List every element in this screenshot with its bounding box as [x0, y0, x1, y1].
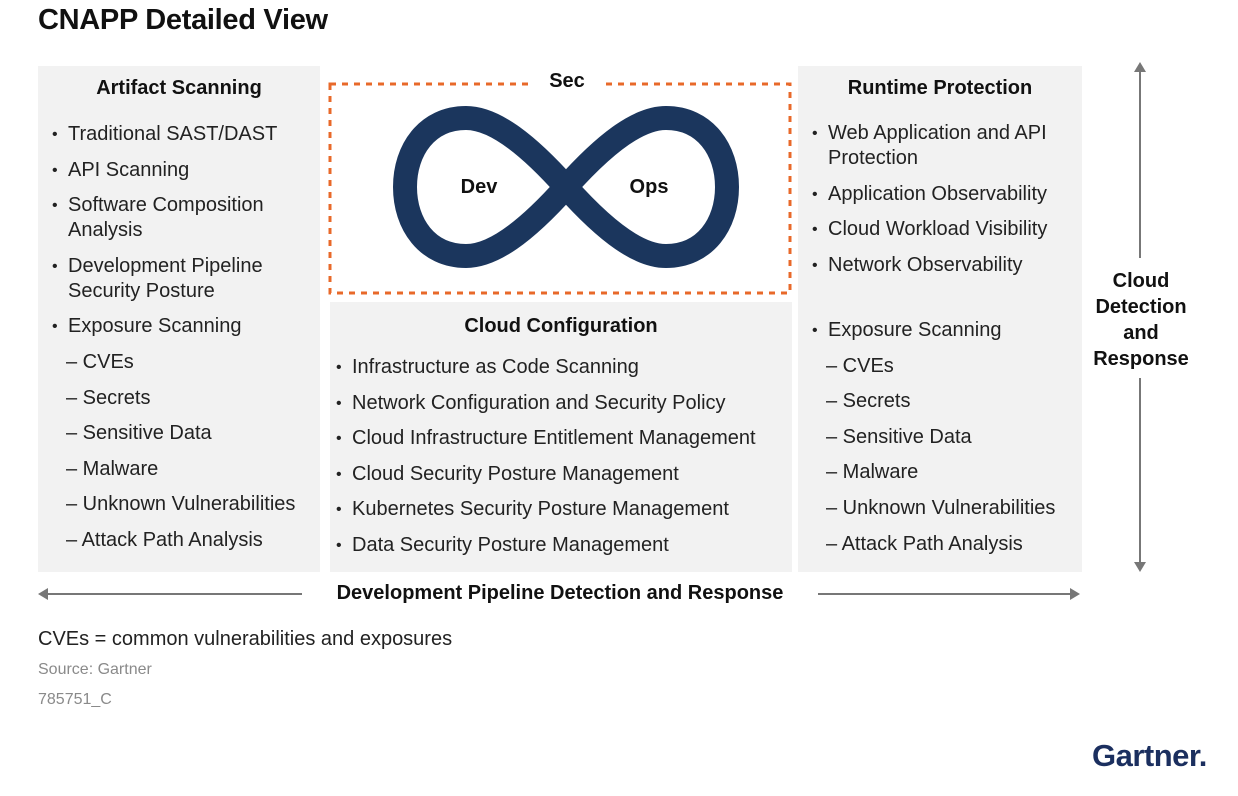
cloud-configuration-title: Cloud Configuration: [464, 315, 658, 337]
runtime-protection-title: Runtime Protection: [847, 77, 1033, 99]
sub-item: – Attack Path Analysis: [826, 532, 1023, 555]
gartner-logo: Gartner.: [1092, 738, 1207, 773]
bullet-item: Exposure Scanning: [52, 314, 320, 339]
bullet-item: Kubernetes Security Posture Management: [336, 497, 792, 522]
bullet-item: Cloud Infrastructure Entitlement Managem…: [336, 426, 792, 451]
sub-item: – Secrets: [66, 386, 151, 409]
bullet-item: Web Application and API Protection: [812, 121, 1078, 171]
cloud-configuration-list: Infrastructure as Code ScanningNetwork C…: [336, 355, 792, 569]
sub-item: – Malware: [826, 461, 919, 484]
sec-label: Sec: [528, 70, 606, 93]
footnote: CVEs = common vulnerabilities and exposu…: [38, 628, 453, 650]
sub-item: – Malware: [66, 457, 159, 480]
page-title: CNAPP Detailed View: [38, 4, 328, 36]
artifact-scanning-title: Artifact Scanning: [96, 77, 262, 99]
sub-item: – Attack Path Analysis: [66, 528, 263, 551]
source-note: Source: Gartner: [38, 661, 152, 678]
ops-label: Ops: [629, 176, 669, 198]
sub-item: – Sensitive Data: [66, 422, 212, 445]
sub-item: – Sensitive Data: [826, 425, 972, 448]
infinity-loop: [393, 106, 739, 268]
runtime-protection-list: Web Application and API ProtectionApplic…: [812, 121, 1078, 288]
sub-item: – CVEs: [66, 350, 134, 373]
artifact-scanning-list: Traditional SAST/DAST API ScanningSoftwar…: [52, 122, 320, 564]
bullet-item: Exposure Scanning: [812, 318, 1078, 343]
bullet-item: Cloud Workload Visibility: [812, 217, 1078, 242]
bullet-item: Network Observability: [812, 253, 1078, 278]
bullet-item: Network Configuration and Security Polic…: [336, 391, 792, 416]
bullet-item: API Scanning: [52, 158, 320, 183]
horizontal-arrow-head-left: [38, 588, 48, 600]
vertical-arrow-head-down: [1134, 562, 1146, 572]
bullet-item: Development Pipeline Security Posture: [52, 254, 320, 304]
bullet-item: Infrastructure as Code Scanning: [336, 355, 792, 380]
cloud-detection-response-label: Cloud Detection and Response: [1093, 270, 1189, 370]
sub-item: – Secrets: [826, 390, 911, 413]
dev-label: Dev: [460, 176, 498, 198]
horizontal-arrow-head-right: [1070, 588, 1080, 600]
bullet-item: Data Security Posture Management: [336, 533, 792, 558]
document-id: 785751_C: [38, 691, 112, 708]
sub-item: – Unknown Vulnerabilities: [826, 496, 1056, 519]
vertical-arrow-head-up: [1134, 62, 1146, 72]
runtime-exposure-list: Exposure Scanning – CVEs – Secrets – Sensit…: [812, 318, 1078, 567]
bullet-item: Software Composition Analysis: [52, 193, 320, 243]
sub-item: – Unknown Vulnerabilities: [66, 493, 296, 516]
bullet-item: Traditional SAST/DAST: [52, 122, 320, 147]
dev-pipeline-detection-response-label: Development Pipeline Detection and Respo…: [336, 582, 784, 604]
bullet-item: Application Observability: [812, 182, 1078, 207]
sub-item: – CVEs: [826, 354, 894, 377]
bullet-item: Cloud Security Posture Management: [336, 462, 792, 487]
